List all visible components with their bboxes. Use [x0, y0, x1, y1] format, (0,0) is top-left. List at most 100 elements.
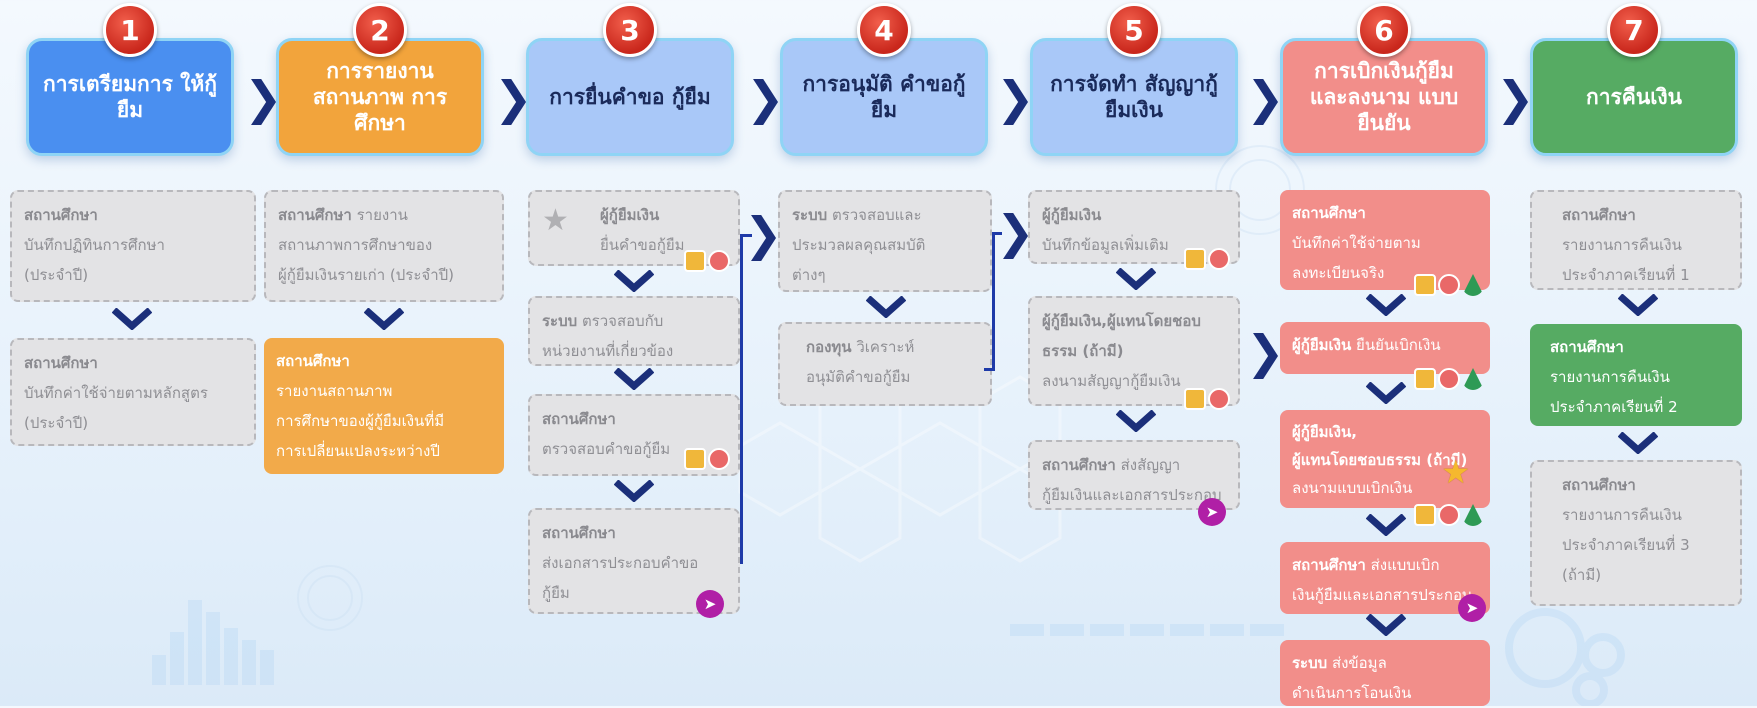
chevron-down-icon	[614, 480, 654, 502]
chevron-down-icon	[866, 296, 906, 318]
box-text: ลงทะเบียนจริง	[1292, 264, 1385, 282]
box-text: ส่งสัญญา	[1120, 456, 1181, 474]
step-number-badge: 4	[857, 3, 911, 57]
actor-label: สถานศึกษา	[542, 410, 616, 428]
box-text: ยื่นคำขอกู้ยืม	[600, 236, 685, 254]
actor-label: สถานศึกษา	[278, 206, 352, 224]
box-text: บันทึกข้อมูลเพิ่มเติม	[1042, 236, 1169, 254]
chevron-down-icon	[1366, 294, 1406, 316]
actor-label: ระบบ	[1292, 654, 1328, 672]
box-text: ตรวจสอบและ	[831, 206, 922, 224]
actor-label: สถานศึกษา	[542, 524, 616, 542]
star-icon: ★	[1441, 453, 1470, 491]
actor-label: ผู้แทนโดยชอบธรรม (ถ้ามี)	[1292, 451, 1468, 469]
box-text: ส่งเอกสารประกอบคำขอ	[542, 554, 699, 572]
user-avatars-icon	[1184, 388, 1230, 410]
step-6-box-3: ผู้กู้ยืมเงิน, ผู้แทนโดยชอบธรรม (ถ้ามี) …	[1280, 410, 1490, 526]
box-text: บันทึกปฏิทินการศึกษา	[24, 236, 165, 254]
actor-label: ผู้กู้ยืมเงิน	[1042, 206, 1102, 224]
step-3-header: การยื่นคำขอ กู้ยืม	[526, 38, 734, 156]
step-4-header: การอนุมัติ คำขอกู้ยืม	[780, 38, 988, 156]
star-icon: ★	[542, 203, 569, 238]
step-5-box-3: สถานศึกษา ส่งสัญญา กู้ยืมเงินและเอกสารปร…	[1028, 440, 1240, 526]
actor-label: สถานศึกษา	[24, 206, 98, 224]
step-3-box-2: ระบบ ตรวจสอบกับ หน่วยงานที่เกี่ยวข้อง	[528, 296, 740, 366]
step-2-box-2: สถานศึกษา รายงานสถานภาพ การศึกษาของผู้กู…	[264, 338, 504, 474]
chevron-down-icon	[1366, 514, 1406, 536]
step-6-box-2: ผู้กู้ยืมเงิน ยืนยันเบิกเงิน	[1280, 322, 1490, 390]
box-text: เงินกู้ยืมและเอกสารประกอบ	[1292, 586, 1472, 604]
step-3-box-3: สถานศึกษา ตรวจสอบคำขอกู้ยืม	[528, 394, 740, 476]
chevron-right-icon: ❯	[996, 205, 1035, 259]
step-7-box-3: สถานศึกษา รายงานการคืนเงิน ประจำภาคเรียน…	[1530, 460, 1742, 606]
box-text: ตรวจสอบคำขอกู้ยืม	[542, 440, 671, 458]
chevron-right-icon: ❯	[244, 71, 283, 125]
chevron-right-icon: ❯	[744, 207, 783, 261]
chevron-down-icon	[1618, 432, 1658, 454]
box-text: การเปลี่ยนแปลงระหว่างปี	[276, 442, 440, 460]
box-text: อนุมัติคำขอกู้ยืม	[806, 368, 911, 386]
chevron-down-icon	[1116, 410, 1156, 432]
box-text: ผู้กู้ยืมเงินรายเก่า (ประจำปี)	[278, 266, 454, 284]
box-text: หน่วยงานที่เกี่ยวข้อง	[542, 342, 674, 360]
chevron-right-icon: ❯	[996, 71, 1035, 125]
box-text: (ประจำปี)	[24, 266, 89, 284]
box-text: ประมวลผลคุณสมบัติ	[792, 236, 926, 254]
actor-label: ผู้กู้ยืมเงิน,ผู้แทนโดยชอบ	[1042, 312, 1201, 330]
actor-label: สถานศึกษา	[276, 352, 350, 370]
box-text: สถานภาพการศึกษาของ	[278, 236, 433, 254]
user-avatars-icon	[1184, 248, 1230, 270]
step-number-badge: 1	[103, 3, 157, 57]
actor-label: สถานศึกษา	[1042, 456, 1116, 474]
chevron-right-icon: ❯	[746, 71, 785, 125]
step-6-column: 6 การเบิกเงินกู้ยืม และลงนาม แบบยืนยัน ส…	[1274, 0, 1494, 706]
paper-plane-icon: ➤	[1458, 594, 1486, 622]
box-text: ดำเนินการโอนเงิน	[1292, 684, 1412, 702]
actor-label: กองทุน	[806, 338, 852, 356]
step-1-header: การเตรียมการ ให้กู้ยืม	[26, 38, 234, 156]
actor-label: ระบบ	[792, 206, 828, 224]
chevron-down-icon	[614, 368, 654, 390]
chevron-down-icon	[1366, 614, 1406, 636]
flow-connector	[740, 234, 743, 564]
box-text: วิเคราะห์	[856, 338, 915, 356]
box-text: ตรวจสอบกับ	[581, 312, 664, 330]
actor-label: สถานศึกษา	[1562, 476, 1636, 494]
paper-plane-icon: ➤	[1198, 498, 1226, 526]
user-avatars-icon	[684, 448, 730, 470]
box-text: บันทึกค่าใช้จ่ายตามหลักสูตร	[24, 384, 208, 402]
step-number-badge: 2	[353, 3, 407, 57]
box-text: การศึกษาของผู้กู้ยืมเงินที่มี	[276, 412, 445, 430]
flow-connector	[984, 368, 995, 371]
step-number-badge: 5	[1107, 3, 1161, 57]
step-1-column: 1 การเตรียมการ ให้กู้ยืม สถานศึกษา บันทึ…	[10, 0, 256, 706]
chevron-down-icon	[1366, 382, 1406, 404]
paper-plane-icon: ➤	[696, 590, 724, 618]
box-text: ส่งข้อมูล	[1331, 654, 1387, 672]
box-text: รายงานการคืนเงิน	[1562, 236, 1682, 254]
flow-connector	[992, 232, 1002, 235]
step-3-box-4: สถานศึกษา ส่งเอกสารประกอบคำขอ กู้ยืม ➤	[528, 508, 740, 618]
flow-connector	[740, 234, 752, 237]
user-avatars-icon	[684, 250, 730, 272]
step-1-box-1: สถานศึกษา บันทึกปฏิทินการศึกษา (ประจำปี)	[10, 190, 256, 302]
chevron-down-icon	[1618, 294, 1658, 316]
box-text: ส่งแบบเบิก	[1370, 556, 1440, 574]
box-text: ประจำภาคเรียนที่ 2	[1550, 398, 1678, 416]
step-number-badge: 7	[1607, 3, 1661, 57]
step-7-column: 7 การคืนเงิน สถานศึกษา รายงานการคืนเงิน …	[1524, 0, 1744, 706]
box-text: ต่างๆ	[792, 266, 826, 284]
box-text: ลงนามแบบเบิกเงิน	[1292, 479, 1413, 497]
step-4-box-2: กองทุน วิเคราะห์ อนุมัติคำขอกู้ยืม	[778, 322, 992, 406]
actor-label: ผู้กู้ยืมเงิน	[600, 206, 660, 224]
chevron-down-icon	[614, 270, 654, 292]
step-5-column: 5 การจัดทำ สัญญากู้ยืมเงิน ผู้กู้ยืมเงิน…	[1024, 0, 1244, 706]
step-5-box-2: ผู้กู้ยืมเงิน,ผู้แทนโดยชอบ ธรรม (ถ้ามี) …	[1028, 296, 1240, 410]
step-7-box-2: สถานศึกษา รายงานการคืนเงิน ประจำภาคเรียน…	[1530, 324, 1742, 426]
box-text: กู้ยืม	[542, 584, 570, 602]
actor-label: สถานศึกษา	[1292, 556, 1366, 574]
actor-label: สถานศึกษา	[1292, 204, 1366, 222]
box-text: รายงานการคืนเงิน	[1550, 368, 1670, 386]
actor-label: ธรรม (ถ้ามี)	[1042, 342, 1124, 360]
